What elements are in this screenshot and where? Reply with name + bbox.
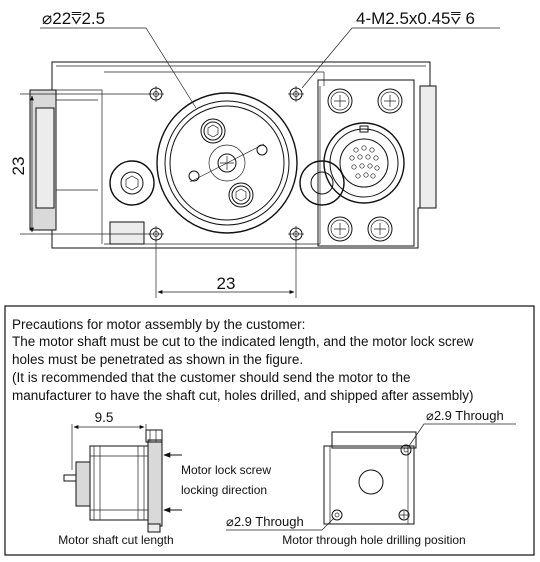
- bore-leader: [40, 27, 197, 109]
- notes-line-3: (It is recommended that the customer sho…: [12, 370, 410, 385]
- notes-line-4: manufacturer to have the shaft cut, hole…: [12, 388, 474, 403]
- plate-screw-br: [367, 216, 393, 242]
- cut-length-label: 9.5: [95, 410, 114, 425]
- plate-screw-tr: [377, 88, 403, 114]
- bore-screw-bottom: [228, 182, 254, 208]
- mount-hole-tr: [288, 86, 304, 102]
- side-screw-left: [109, 160, 155, 206]
- through-hole-top: [400, 444, 412, 456]
- notes-line-1: The motor shaft must be cut to the indic…: [12, 334, 474, 349]
- round-connector: [323, 122, 405, 204]
- drilling-position-caption: Motor through hole drilling position: [282, 533, 465, 547]
- plate-screw-bl: [327, 216, 353, 242]
- motor-side-view: [63, 424, 182, 533]
- notes-title: Precautions for motor assembly by the cu…: [12, 317, 305, 332]
- housing-top-view: [20, 27, 500, 298]
- mount-hole-tl: [148, 86, 164, 102]
- notes-frame: [4, 305, 535, 556]
- thread-leader: [301, 27, 500, 89]
- width-dimension: [155, 240, 297, 298]
- plate-screw-tl: [327, 88, 353, 114]
- through-hole-bottom: [331, 509, 343, 521]
- motor-front-view: [226, 423, 516, 531]
- lock-direction-label-1: Motor lock screw: [181, 463, 271, 477]
- bottom-hole-leader: [226, 517, 335, 531]
- bore-screw-top: [200, 118, 226, 144]
- shaft-cut-caption: Motor shaft cut length: [58, 533, 173, 547]
- side-screw-right: [299, 160, 345, 206]
- top-hole-leader: [408, 423, 516, 447]
- bottom-hole-label: ⌀2.9 Through: [226, 514, 304, 529]
- connector-plate: [317, 79, 415, 247]
- height-dimension: [20, 93, 150, 235]
- front-shaft-boss: [358, 469, 384, 495]
- plain-hole-br: [398, 509, 410, 521]
- mount-hole-bl: [148, 226, 164, 242]
- height-dimension-label: 23: [9, 157, 28, 176]
- lock-direction-label-2: locking direction: [181, 483, 267, 497]
- mount-hole-br: [288, 226, 304, 242]
- thread-dimension-label: 4-M2.5x0.45⩢ 6: [356, 9, 475, 28]
- central-bore: [156, 92, 298, 234]
- width-dimension-label: 23: [217, 274, 236, 293]
- top-hole-label: ⌀2.9 Through: [426, 408, 504, 423]
- notes-line-2: holes must be penetrated as shown in the…: [12, 352, 303, 367]
- bore-dimension-label: ⌀22⩢2.5: [42, 9, 105, 28]
